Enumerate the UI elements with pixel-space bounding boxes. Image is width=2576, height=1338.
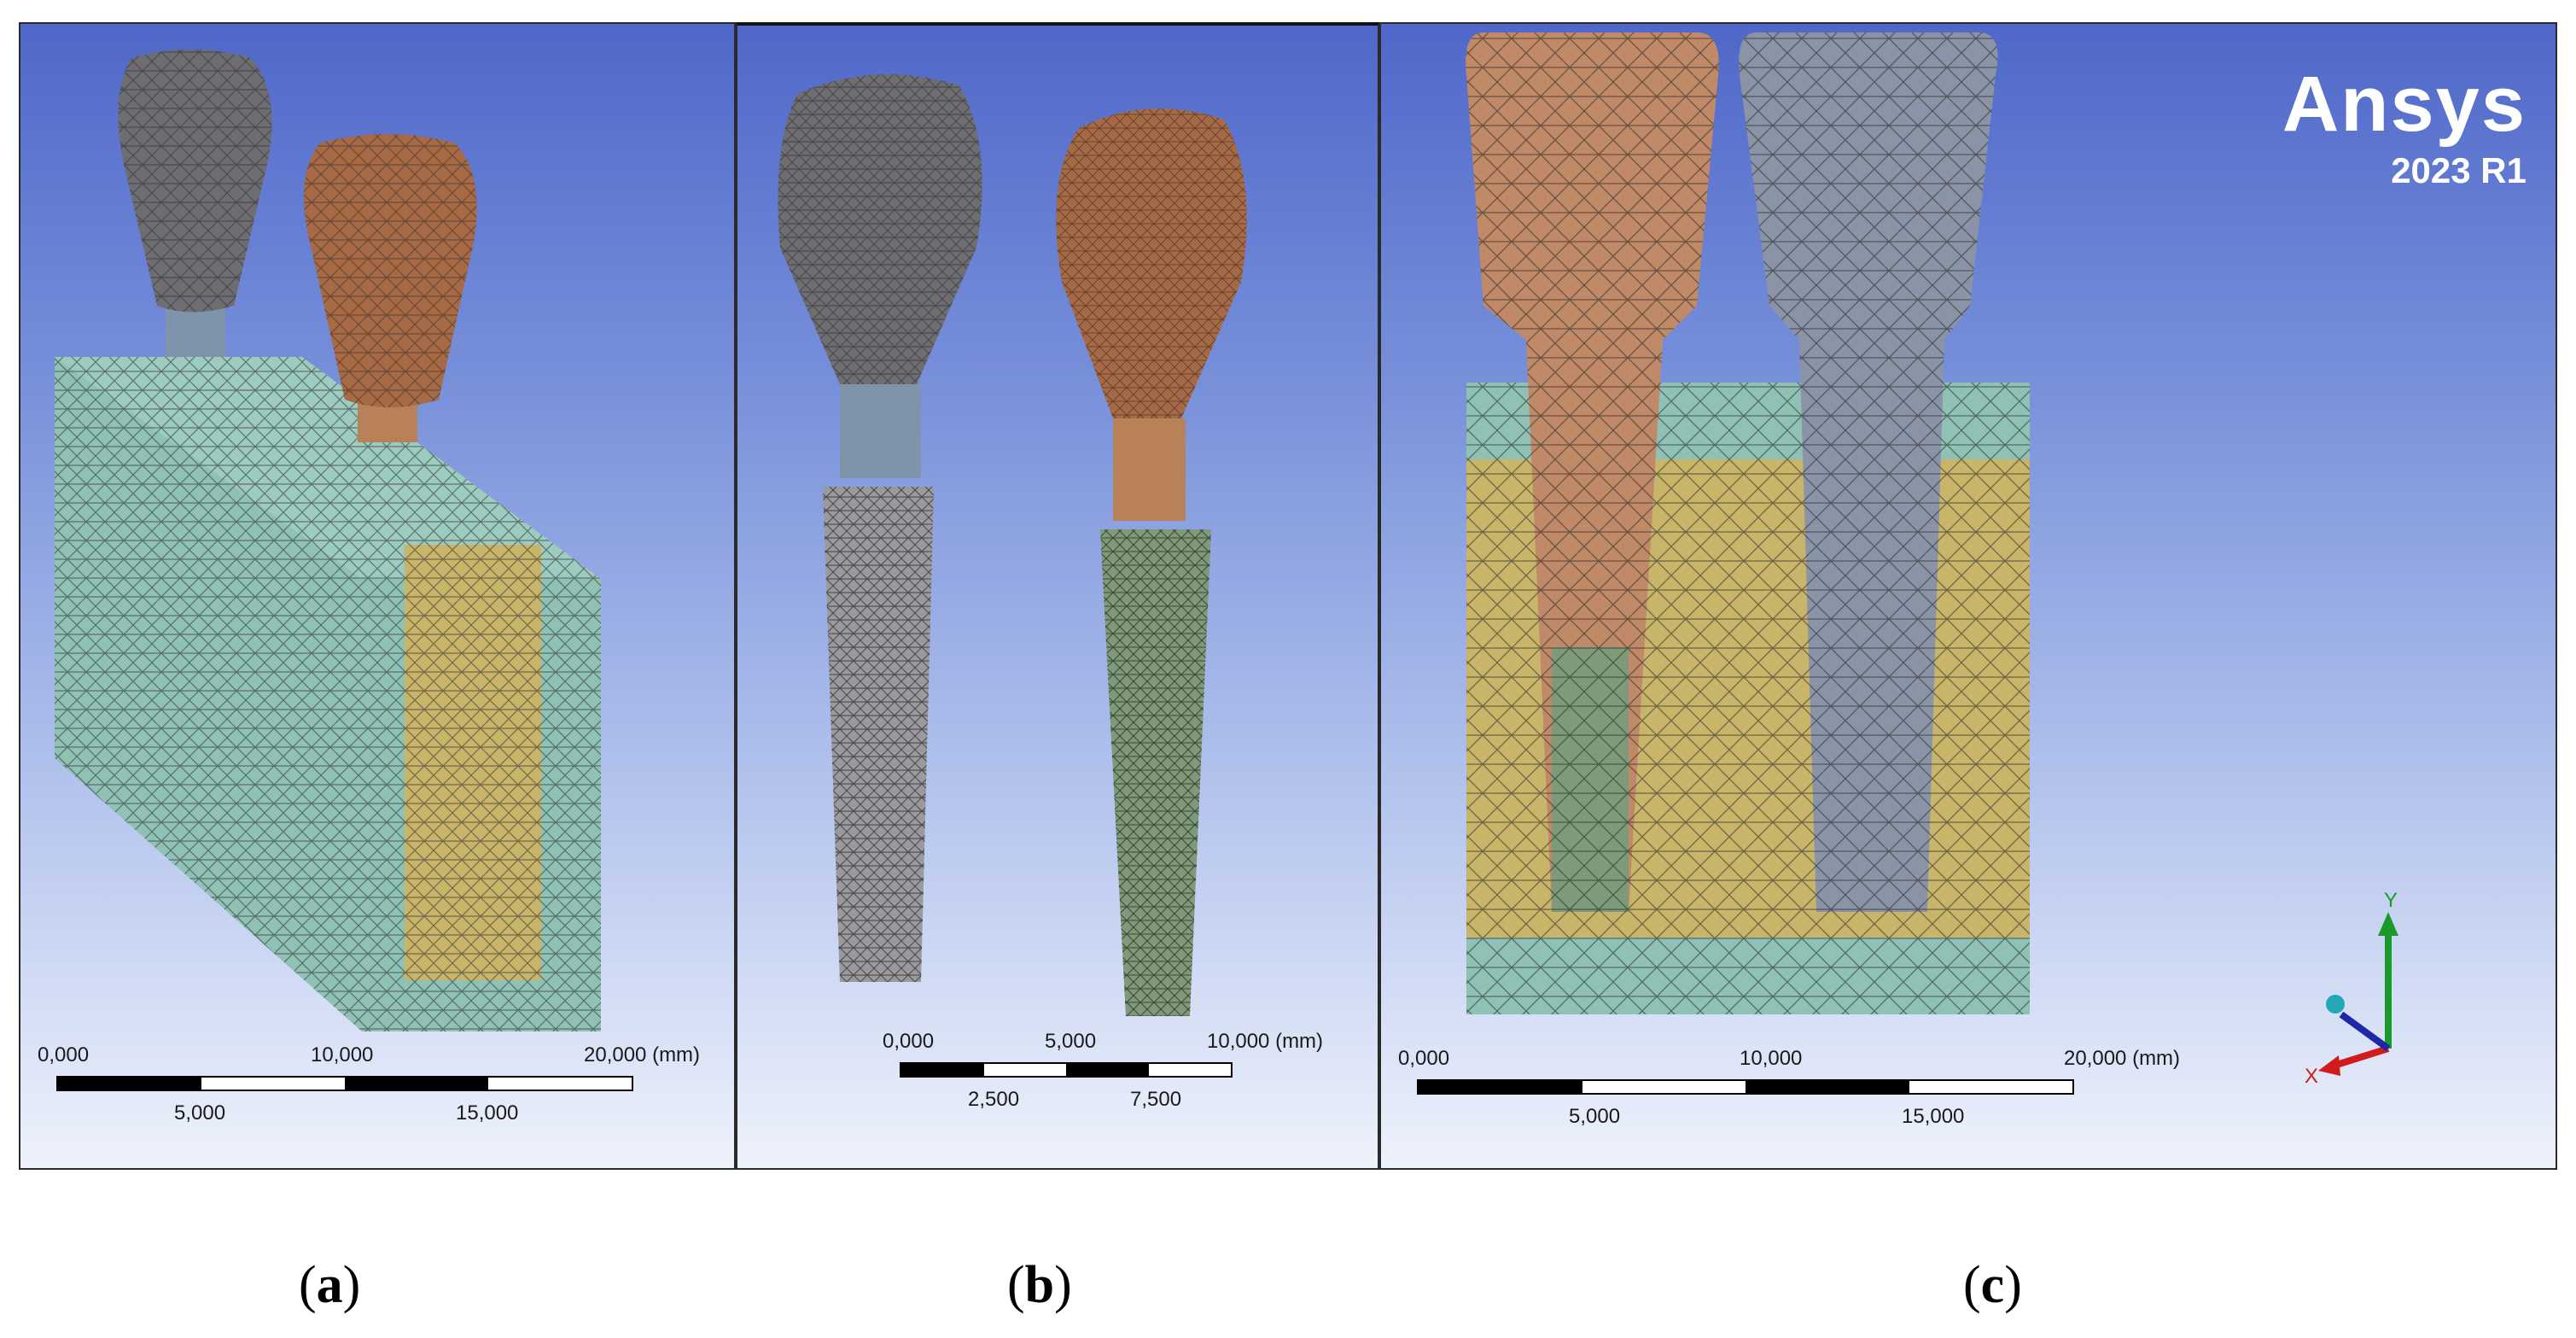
caption-c: (c) [1963,1256,2022,1314]
scale-label: 0,000 [1398,1047,1450,1070]
abutment-blue-b [840,384,921,478]
caption-a: (a) [299,1256,361,1314]
scale-label: 15,000 [1902,1105,1965,1128]
scale-bar-graphic [56,1076,633,1091]
abutment-grey [166,306,225,357]
scale-label: 5,000 [1045,1030,1097,1053]
x-axis-label: X [2305,1065,2318,1083]
scale-label: 20,000 (mm) [584,1043,701,1066]
scale-label: 20,000 (mm) [2064,1047,2181,1070]
scale-label: 0,000 [38,1043,90,1066]
z-axis-arrow [2339,1011,2391,1052]
scale-bar-graphic [1417,1079,2074,1095]
viewport-panel-b[interactable]: 0,000 5,000 10,000 (mm) 2,500 7,500 [736,22,1379,1170]
scale-label: 10,000 (mm) [1207,1030,1324,1053]
scale-bar-a: 0,000 10,000 20,000 (mm) 5,000 15,000 [38,1043,700,1137]
coordinate-triad[interactable]: Y X [2303,886,2439,1083]
mesh-model-b [778,74,1247,1016]
scale-label: 0,000 [883,1030,935,1053]
z-axis-tip [2326,995,2345,1014]
scale-label: 7,500 [1130,1088,1182,1111]
viewport-panel-c[interactable]: Ansys 2023 R1 Y X 0,000 10,000 20,000 (m… [1379,22,2557,1170]
scale-label: 5,000 [1569,1105,1621,1128]
caption-b: (b) [1007,1256,1072,1314]
scale-label: 10,000 [311,1043,374,1066]
viewport-panel-a[interactable]: 0,000 10,000 20,000 (mm) 5,000 15,000 [19,22,736,1170]
scale-label: 2,500 [968,1088,1020,1111]
y-axis-label: Y [2384,889,2398,912]
scale-label: 10,000 [1740,1047,1803,1070]
ansys-logo: Ansys 2023 R1 [2282,65,2526,191]
scale-bar-b: 0,000 5,000 10,000 (mm) 2,500 7,500 [883,1030,1326,1124]
scale-bar-c: 0,000 10,000 20,000 (mm) 5,000 15,000 [1398,1047,2180,1141]
logo-version: 2023 R1 [2391,150,2526,190]
caption-c-letter: c [1980,1256,2005,1314]
abutment-copper-b [1113,418,1186,521]
mesh-model-a [55,50,601,1031]
scale-bar-graphic [900,1062,1233,1078]
scale-label: 15,000 [456,1101,519,1125]
caption-b-letter: b [1024,1256,1055,1314]
scale-label: 5,000 [174,1101,226,1125]
mesh-section-c [1466,32,2030,1014]
caption-a-letter: a [316,1256,343,1314]
logo-brand: Ansys [2282,61,2526,148]
